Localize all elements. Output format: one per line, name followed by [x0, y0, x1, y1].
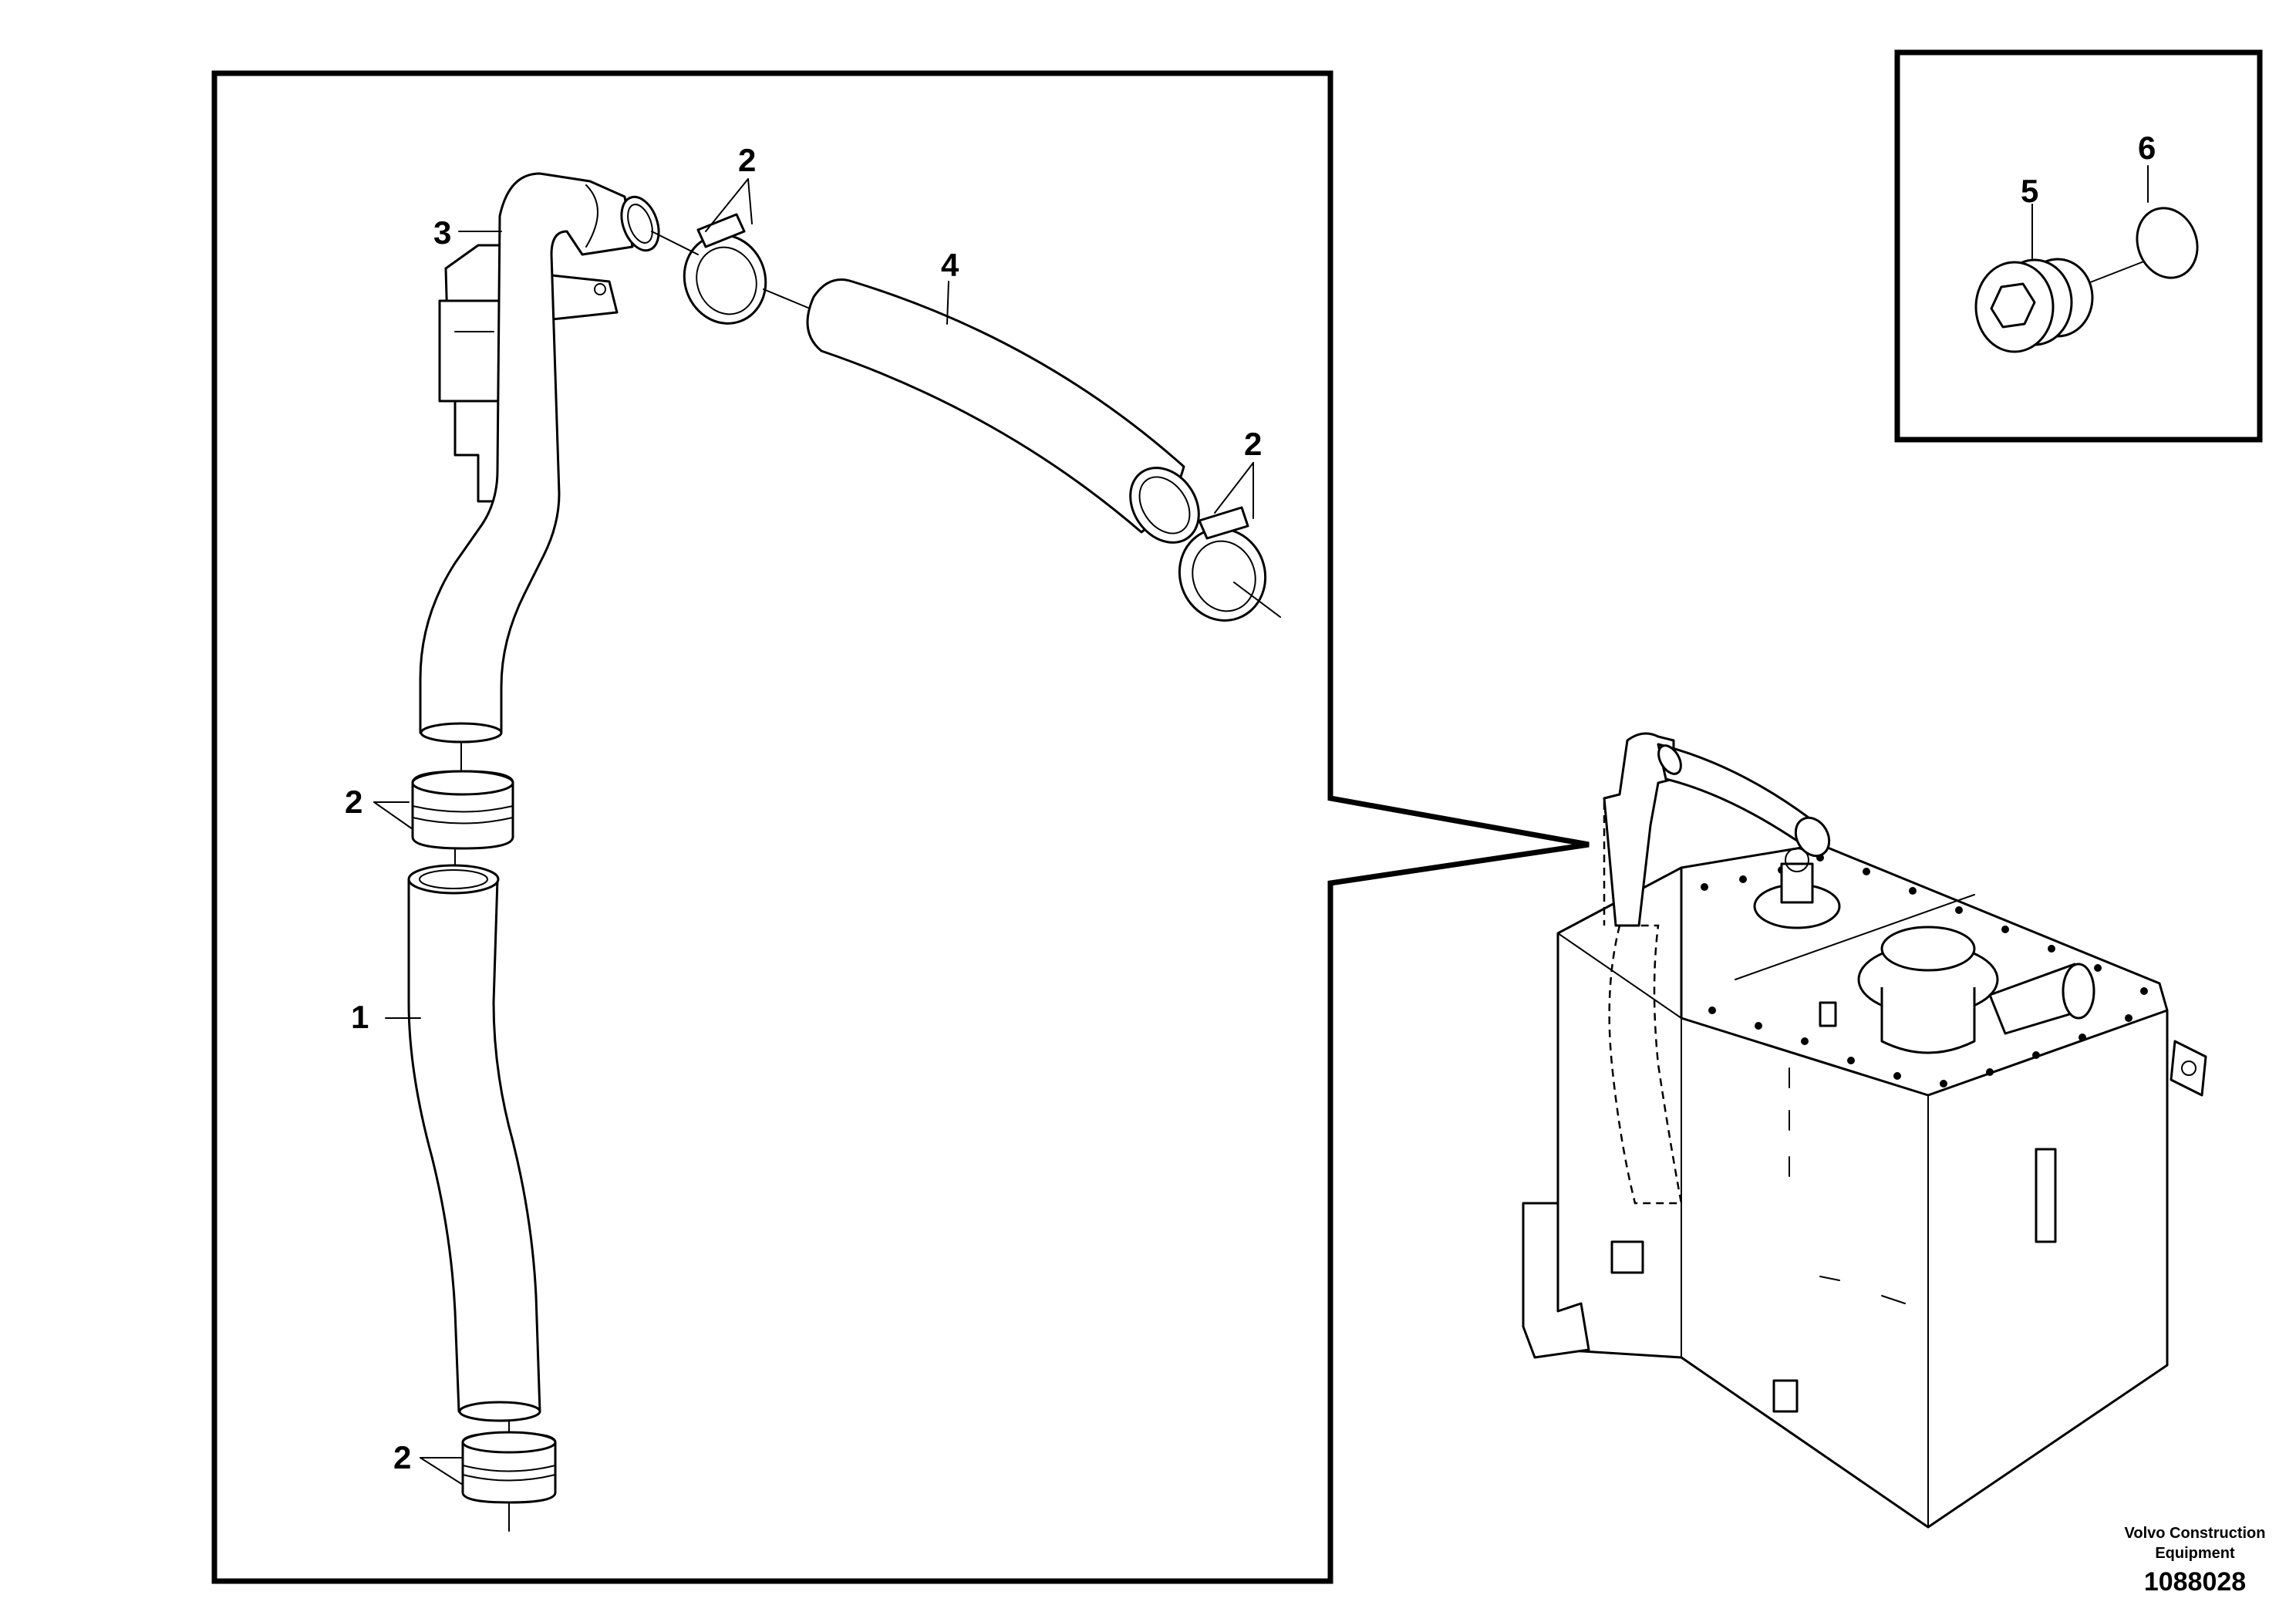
tank-assembly-overview	[1522, 732, 2207, 1529]
callout-3: 3	[433, 214, 451, 251]
seal-ring-part-6	[2136, 207, 2199, 279]
credit-line-1: Volvo Construction	[2125, 1525, 2266, 1542]
hose-upper-part-4	[763, 278, 1200, 544]
callout-2-hose-end-clamp: 2	[1244, 426, 1262, 462]
callout-5: 5	[2021, 173, 2038, 209]
cover-bolts	[1701, 854, 2148, 1088]
callout-4: 4	[941, 247, 959, 283]
hose-clamp-bottom	[461, 1415, 557, 1532]
hose-clamp-at-hose-end	[1178, 506, 1281, 622]
plug-part-5	[1974, 258, 2094, 353]
hose-clamp-at-elbow	[651, 213, 767, 325]
inset-frame	[1894, 49, 2263, 443]
callout-1: 1	[351, 999, 369, 1035]
hose-clamp-upper-pipe	[411, 741, 514, 850]
hose-lower-part-1	[407, 849, 541, 1422]
document-number: 1088028	[2144, 1567, 2246, 1597]
leader-lines	[373, 165, 2153, 1485]
callout-2-elbow-clamp: 2	[738, 142, 756, 178]
callout-6: 6	[2138, 130, 2156, 166]
credit-line-2: Equipment	[2155, 1545, 2235, 1562]
callout-2-bottom-clamp: 2	[393, 1439, 411, 1475]
callout-2-upper-pipe-clamp: 2	[345, 784, 362, 820]
detail-frame	[211, 70, 1590, 1584]
pipe-elbow-part-3	[419, 172, 660, 744]
